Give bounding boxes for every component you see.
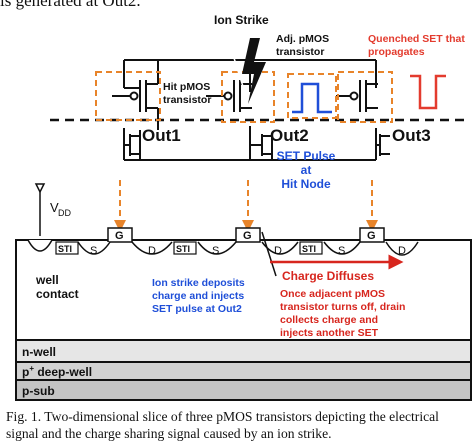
transistor-2-lower [250, 134, 273, 160]
gate-3 [359, 227, 385, 243]
label-hit-pmos-1: Hit pMOS [163, 81, 210, 93]
label-s-1: S [90, 245, 97, 257]
lightning-bolt-icon [242, 38, 266, 104]
top-text-snippet: is generated at Out2. [0, 0, 141, 10]
label-hit-pmos-2: transistor [163, 94, 211, 106]
label-s-3: S [338, 245, 345, 257]
label-adjacent-3: collects charge and [280, 314, 378, 326]
label-d-2: D [274, 245, 282, 257]
label-set-pulse-3: Hit Node [281, 177, 331, 191]
transistor-2-upper [206, 80, 252, 112]
transistor-1-lower [124, 130, 141, 160]
label-d-3: D [398, 245, 406, 257]
label-set-pulse-1: SET Pulse [277, 149, 336, 163]
label-g-2: G [243, 230, 252, 242]
label-quenched-1: Quenched SET that [368, 33, 465, 45]
set-pulse-waveform [292, 82, 332, 114]
label-g-1: G [115, 230, 124, 242]
box-transistor-3 [337, 71, 393, 123]
transistor-3-lower [376, 134, 390, 156]
label-d-1: D [148, 245, 156, 257]
connection-arrows [114, 180, 378, 232]
label-g-3: G [367, 230, 376, 242]
label-adjacent-2: transistor turns off, drain [280, 301, 405, 313]
label-ion-deposit-2: charge and injects [152, 290, 244, 302]
label-vdd: V [50, 200, 59, 215]
label-adj-pmos-1: Adj. pMOS [276, 33, 329, 45]
label-well-contact-2: contact [36, 287, 79, 301]
label-ion-deposit-1: Ion strike deposits [152, 277, 245, 289]
label-out3: Out3 [392, 126, 431, 145]
label-s-2: S [212, 245, 219, 257]
vdd-symbol [34, 183, 46, 236]
quenched-pulse-waveform [410, 74, 446, 110]
label-sti-1: STI [58, 244, 72, 254]
label-sti-3: STI [302, 244, 316, 254]
box-transistor-1 [95, 71, 161, 121]
label-sti-2: STI [176, 244, 190, 254]
label-charge-diffuses: Charge Diffuses [282, 269, 374, 283]
transistor-3-upper [332, 80, 378, 112]
label-adj-pmos-2: transistor [276, 46, 324, 58]
gate-1 [107, 227, 133, 243]
label-quenched-2: propagates [368, 46, 425, 58]
label-p-sub: p-sub [22, 384, 55, 398]
set-pulse-box [287, 73, 337, 119]
figure-caption: Fig. 1. Two-dimensional slice of three p… [6, 409, 439, 441]
label-vdd-sub: DD [58, 208, 71, 218]
label-p-deep-well: p+ deep-well [22, 364, 92, 379]
label-adjacent-4: injects another SET [280, 327, 379, 339]
label-ion-strike: Ion Strike [214, 13, 269, 27]
gate-2 [235, 227, 261, 243]
box-transistor-2 [221, 71, 275, 123]
label-n-well: n-well [22, 345, 56, 359]
label-well-contact-1: well [35, 273, 59, 287]
label-set-pulse-2: at [301, 163, 312, 177]
label-ion-deposit-3: SET pulse at Out2 [152, 303, 242, 315]
label-out1: Out1 [142, 126, 181, 145]
label-out2: Out2 [270, 126, 309, 145]
label-adjacent-1: Once adjacent pMOS [280, 288, 385, 300]
